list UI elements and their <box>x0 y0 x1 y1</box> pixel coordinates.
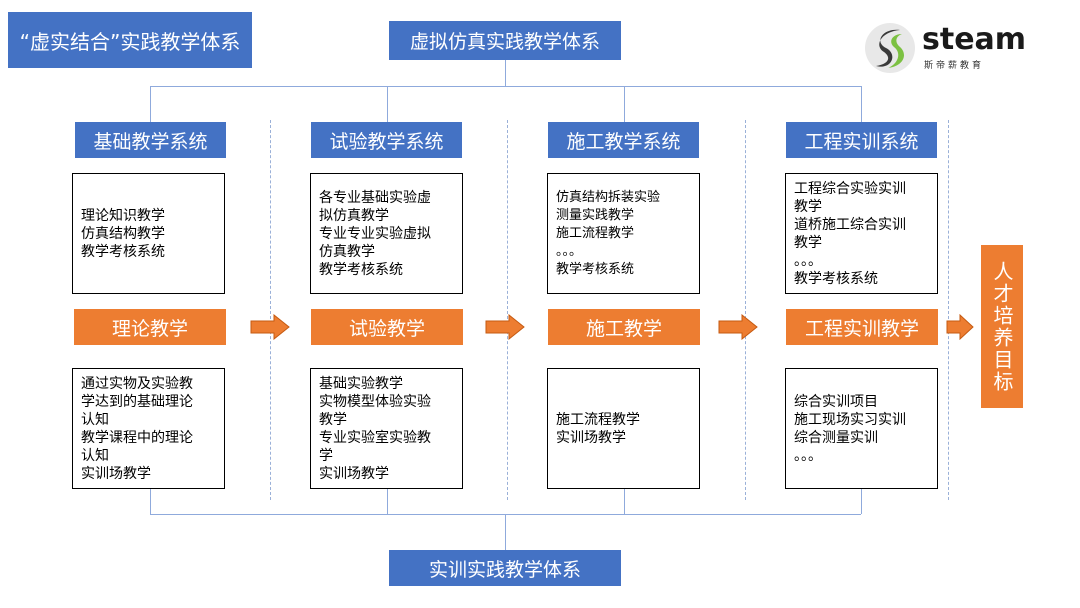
logo-subtitle: 斯帝薪教育 <box>924 61 985 71</box>
top-center-title: 虚拟仿真实践教学体系 <box>389 21 621 60</box>
talent-target-box: 人才培养目标 <box>981 245 1023 408</box>
practice-items-box: 基础实验教学 实物模型体验实验 教学 专业实验室实验教 学 实训场教学 <box>310 368 463 489</box>
list-item: 。。。 <box>794 447 822 464</box>
list-item: 教学课程中的理论 <box>81 429 193 446</box>
list-item: 学达到的基础理论 <box>81 393 193 410</box>
list-item: 测量实践教学 <box>556 207 635 223</box>
core-teaching-box: 试验教学 <box>311 309 463 345</box>
practice-items-box: 通过实物及实验教 学达到的基础理论 认知 教学课程中的理论 认知 实训场教学 <box>72 368 225 489</box>
list-item: 教学考核系统 <box>794 270 878 287</box>
list-item: 各专业基础实验虚 <box>319 189 431 206</box>
right-arrow-icon <box>485 314 525 340</box>
list-item: 实训场教学 <box>319 465 389 482</box>
list-item: 仿真结构拆装实验 <box>556 189 661 205</box>
list-item: 教学考核系统 <box>319 261 403 278</box>
list-item: 认知 <box>81 447 109 464</box>
top-left-title: “虚实结合”实践教学体系 <box>8 12 252 68</box>
list-item: 施工流程教学 <box>556 225 635 241</box>
list-item: 基础实验教学 <box>319 375 403 392</box>
virtual-items-box: 工程综合实验实训 教学 道桥施工综合实训 教学 。。。 教学考核系统 <box>785 173 938 294</box>
system-header: 基础教学系统 <box>75 122 226 158</box>
virtual-items-box: 仿真结构拆装实验 测量实践教学 施工流程教学 。。。 教学考核系统 <box>547 173 700 294</box>
practice-items-box: 施工流程教学 实训场教学 <box>547 368 700 489</box>
bottom-rise-2 <box>387 489 388 514</box>
list-item: 实训场教学 <box>556 429 626 446</box>
right-arrow-icon <box>946 314 974 340</box>
bottom-connector-center <box>505 514 506 550</box>
list-item: 通过实物及实验教 <box>81 375 193 392</box>
bottom-rise-4 <box>861 489 862 514</box>
list-item: 教学 <box>319 411 347 428</box>
list-item: 认知 <box>81 411 109 428</box>
list-item: 实物模型体验实验 <box>319 393 431 410</box>
top-connector-center <box>505 60 506 86</box>
list-item: 教学 <box>794 198 822 215</box>
right-arrow-icon <box>250 314 290 340</box>
list-item: 道桥施工综合实训 <box>794 216 906 233</box>
top-drop-4 <box>861 86 862 122</box>
list-item: 拟仿真教学 <box>319 207 389 224</box>
list-item: 教学 <box>794 234 822 251</box>
column-divider <box>507 120 508 500</box>
list-item: 。。。 <box>556 243 583 259</box>
column-divider <box>745 120 746 500</box>
bottom-rise-1 <box>150 489 151 514</box>
bottom-title: 实训实践教学体系 <box>389 550 621 586</box>
top-drop-2 <box>387 86 388 122</box>
top-connector-h <box>150 86 861 87</box>
virtual-items-box: 理论知识教学 仿真结构教学 教学考核系统 <box>72 173 225 294</box>
practice-items-box: 综合实训项目 施工现场实习实训 综合测量实训 。。。 <box>785 368 938 489</box>
list-item: 学 <box>319 447 333 464</box>
top-drop-3 <box>624 86 625 122</box>
list-item: 施工现场实习实训 <box>794 411 906 428</box>
column-divider <box>948 120 949 500</box>
list-item: 教学考核系统 <box>81 243 165 260</box>
bottom-rise-3 <box>624 489 625 514</box>
list-item: 教学考核系统 <box>556 261 635 277</box>
logo-brand: steam <box>922 22 1027 57</box>
list-item: 专业专业实验虚拟 <box>319 225 431 242</box>
logo-swirl-icon <box>865 23 915 73</box>
list-item: 实训场教学 <box>81 465 151 482</box>
list-item: 理论知识教学 <box>81 207 165 224</box>
system-header: 工程实训系统 <box>786 122 937 158</box>
list-item: 施工流程教学 <box>556 411 640 428</box>
list-item: 综合实训项目 <box>794 393 878 410</box>
system-header: 施工教学系统 <box>548 122 699 158</box>
list-item: 工程综合实验实训 <box>794 180 906 197</box>
column-divider <box>270 120 271 500</box>
list-item: 。。。 <box>794 252 822 269</box>
system-header: 试验教学系统 <box>311 122 462 158</box>
core-teaching-box: 理论教学 <box>74 309 226 345</box>
right-arrow-icon <box>718 314 758 340</box>
list-item: 综合测量实训 <box>794 429 878 446</box>
top-drop-1 <box>150 86 151 122</box>
list-item: 专业实验室实验教 <box>319 429 431 446</box>
virtual-items-box: 各专业基础实验虚 拟仿真教学 专业专业实验虚拟 仿真教学 教学考核系统 <box>310 173 463 294</box>
core-teaching-box: 施工教学 <box>548 309 700 345</box>
list-item: 仿真结构教学 <box>81 225 165 242</box>
core-teaching-box: 工程实训教学 <box>786 309 938 345</box>
steam-logo: steam 斯帝薪教育 <box>862 20 1032 76</box>
list-item: 仿真教学 <box>319 243 375 260</box>
